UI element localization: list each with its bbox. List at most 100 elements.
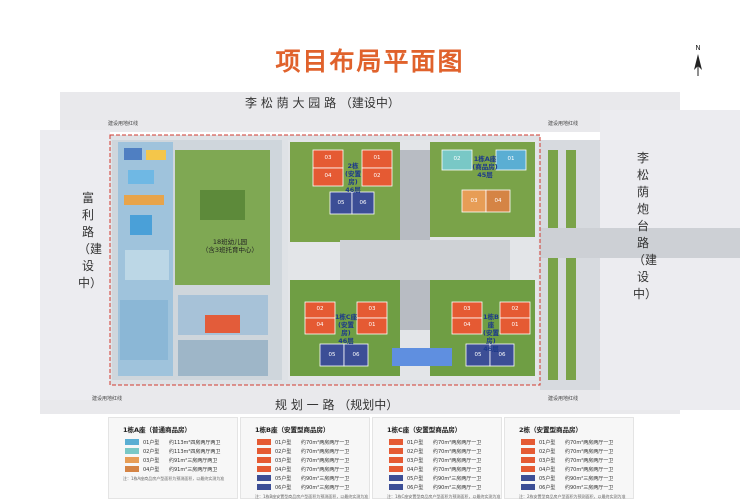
north-arrow-icon (694, 54, 702, 76)
legend-title: 1栋B座（安置型商品房） (255, 426, 330, 434)
legend-code: 04户型 (143, 466, 160, 473)
legend-code: 03户型 (143, 457, 160, 464)
legend-row: 04户型 约70m²两房两厅一卫 (389, 465, 501, 473)
redline-label-br: 建设用地红线 (548, 396, 579, 402)
legend-note: 注：1栋A座商品房户型面积为预测面积，以最终实测为准 (123, 476, 225, 481)
legend-row: 06户型约90m²三房两厅一卫 (257, 483, 369, 491)
legend-row: 03户型约70m²两房两厅一卫 (389, 456, 501, 464)
legend-row: 01户型 约70m²两房两厅一卫 (521, 438, 633, 446)
legend-desc: 约70m²两房两厅一卫 (565, 439, 614, 446)
road-top (60, 92, 680, 132)
legend-panel: 1栋B座（安置型商品房） 01户型约70m²两房两厅一卫 02户型约70m²两房两厅… (240, 417, 370, 499)
unit-label: 02 (316, 306, 324, 312)
legend-row: 02户型约70m²两房两厅一卫 (389, 447, 501, 455)
legend-swatch (389, 439, 403, 445)
legend-note: 注：2栋安置型商品房户型面积为预测面积，以最终实测为准 (519, 494, 626, 499)
construction-redline (109, 134, 541, 386)
legend-desc: 约91m²三房两厅两卫 (169, 466, 218, 473)
legend-desc: 约70m²两房两厅一卫 (565, 457, 614, 464)
legend-code: 05户型 (407, 475, 424, 482)
legend-code: 03户型 (539, 457, 556, 464)
unit-label: 03 (368, 306, 376, 312)
legend-desc: 约90m²三房两厅一卫 (433, 475, 482, 482)
legend-desc: 约90m²三房两厅一卫 (433, 484, 482, 491)
unit-label: 02 (453, 156, 461, 162)
building-2-label: 2栋 (安置房) 46层 (345, 162, 361, 194)
page-title: 项目布局平面图 (275, 47, 465, 76)
kindergarten-label: 18班幼儿园 （含3班托育中心） (201, 238, 259, 254)
legend-row: 03户型 约70m²两房两厅一卫 (521, 456, 633, 464)
unit-label: 05 (474, 352, 482, 358)
road-left (40, 130, 110, 400)
legend-desc: 约90m²三房两厅一卫 (301, 475, 350, 482)
unit-label: 01 (368, 322, 376, 328)
legend-swatch (521, 475, 535, 481)
redline-label-bl: 建设用地红线 (92, 396, 123, 402)
legend-code: 04户型 (275, 466, 292, 473)
legend-code: 02户型 (275, 448, 292, 455)
kindergarten-zone (112, 140, 282, 380)
legend-row: 05户型约90m²三房两厅一卫 (521, 474, 633, 482)
unit-label: 01 (511, 322, 519, 328)
road-label-right: 李松荫炮台路（建设中） (633, 151, 658, 301)
legend-code: 01户型 (407, 439, 424, 446)
legend-note: 注：1栋B座安置型商品房户型面积为预测面积，以最终实测为准 (255, 494, 369, 499)
legend-swatch (521, 448, 535, 454)
legend-swatch (521, 484, 535, 490)
road-label-left: 富利路（建设中） (78, 191, 103, 290)
legend-desc: 约70m²两房两厅一卫 (565, 466, 614, 473)
legend-code: 02户型 (143, 448, 160, 455)
legend-desc: 约113m²四房两厅两卫 (169, 439, 221, 446)
legend-swatch (257, 439, 271, 445)
unit-label: 04 (463, 322, 471, 328)
legend-swatch (125, 448, 139, 454)
legend-row: 05户型 约90m²三房两厅一卫 (389, 474, 501, 482)
unit-label: 01 (373, 155, 381, 161)
legend-row: 04户型 约91m²三房两厅两卫 (125, 465, 237, 473)
legend-code: 06户型 (407, 484, 424, 491)
legend-row: 03户型约91m²三房两厅两卫 (125, 456, 237, 464)
legend-desc: 约70m²两房两厅一卫 (565, 448, 614, 455)
legend-code: 01户型 (539, 439, 556, 446)
unit-label: 06 (498, 352, 506, 358)
building-1c-label: 1栋C座 (安置房) 46层 (334, 313, 358, 345)
legend-desc: 约70m²两房两厅一卫 (301, 466, 350, 473)
legend-swatch (389, 466, 403, 472)
road-label-bottom: 规 划 一 路 （规划中） (275, 398, 399, 412)
legend-desc: 约70m²两房两厅一卫 (433, 466, 482, 473)
unit-label: 01 (507, 156, 515, 162)
legend-row: 01户型 约113m²四房两厅两卫 (125, 438, 237, 446)
legend-row: 02户型 约70m²两房两厅一卫 (521, 447, 633, 455)
unit-label: 02 (373, 173, 381, 179)
legend-code: 05户型 (275, 475, 292, 482)
legend-swatch (389, 457, 403, 463)
north-label: N (695, 44, 701, 52)
legend-code: 05户型 (539, 475, 556, 482)
legend-code: 01户型 (143, 439, 160, 446)
legend-code: 02户型 (407, 448, 424, 455)
legend-code: 02户型 (539, 448, 556, 455)
legend-row: 04户型约70m²两房两厅一卫 (521, 465, 633, 473)
legend-desc: 约70m²两房两厅一卫 (433, 439, 482, 446)
legend-code: 01户型 (275, 439, 292, 446)
unit-label: 03 (463, 306, 471, 312)
legend-swatch (521, 466, 535, 472)
unit-label: 06 (359, 200, 367, 206)
legend-code: 04户型 (407, 466, 424, 473)
legend-swatch (125, 439, 139, 445)
right-corridor (540, 140, 740, 390)
legend-swatch (125, 457, 139, 463)
legend-code: 03户型 (407, 457, 424, 464)
legend-desc: 约70m²两房两厅一卫 (301, 457, 350, 464)
legend-title: 1栋C座（安置型商品房） (387, 426, 462, 434)
legend-swatch (257, 457, 271, 463)
legend-swatch (521, 457, 535, 463)
legend-note: 注：1栋C座安置型商品房户型面积为预测面积，以最终实测为准 (387, 494, 501, 499)
legend-swatch (521, 439, 535, 445)
legend-swatch (257, 466, 271, 472)
building-1a-label: 1栋A座 (商品房) 45层 (472, 155, 498, 179)
